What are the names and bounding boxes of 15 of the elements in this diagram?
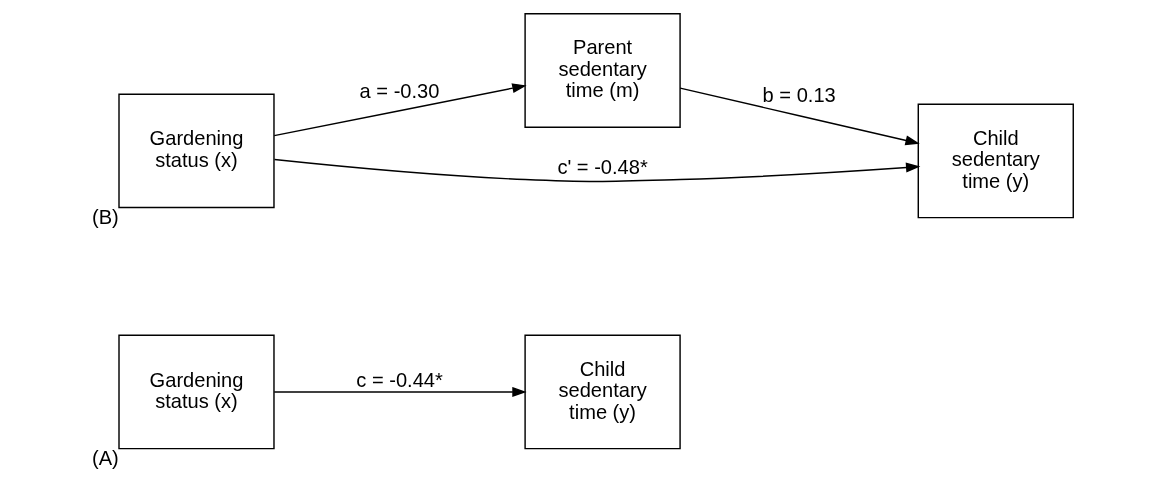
edge-label: c' = -0.48* — [557, 156, 648, 179]
node-box: Gardening status (x) — [118, 93, 275, 209]
node-box: Child sedentary time (y) — [524, 334, 681, 450]
arrow — [273, 386, 527, 397]
arrow — [273, 158, 921, 183]
edge-label: b = 0.13 — [762, 84, 836, 107]
node-box: Parent sedentary time (m) — [524, 13, 681, 128]
node-box: Gardening status (x) — [118, 334, 275, 450]
node-label: (B) — [91, 205, 119, 228]
edge-label: a = -0.30 — [359, 80, 440, 103]
arrow — [679, 87, 920, 146]
node-label: (A) — [91, 446, 119, 469]
edge-label: c = -0.44* — [356, 368, 443, 391]
node-box: Child sedentary time (y) — [917, 103, 1074, 219]
arrow — [273, 83, 527, 137]
